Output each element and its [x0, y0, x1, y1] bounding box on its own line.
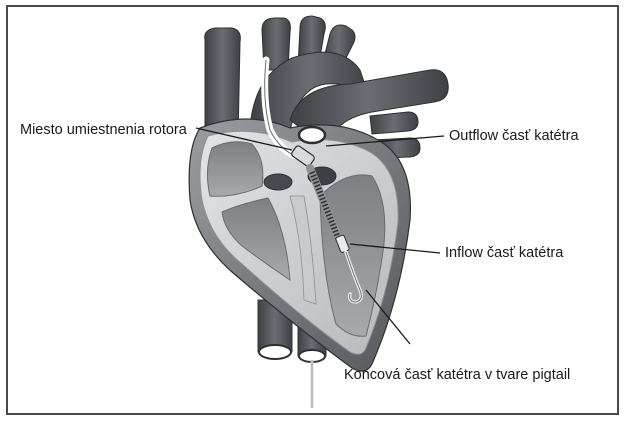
label-inflow: Inflow časť katétra [445, 245, 563, 262]
tricuspid-valve [264, 174, 292, 190]
right-atrium [207, 142, 262, 197]
inferior-vena-cava-lumen [259, 345, 291, 359]
pulmonary-vein-1 [370, 112, 418, 134]
label-rotor-site: Miesto umiestnenia rotora [20, 122, 187, 139]
label-pigtail: Koncová časť katétra v tvare pigtail [344, 367, 570, 384]
label-outflow: Outflow časť katétra [449, 128, 579, 145]
aortic-valve-ring [299, 127, 325, 143]
